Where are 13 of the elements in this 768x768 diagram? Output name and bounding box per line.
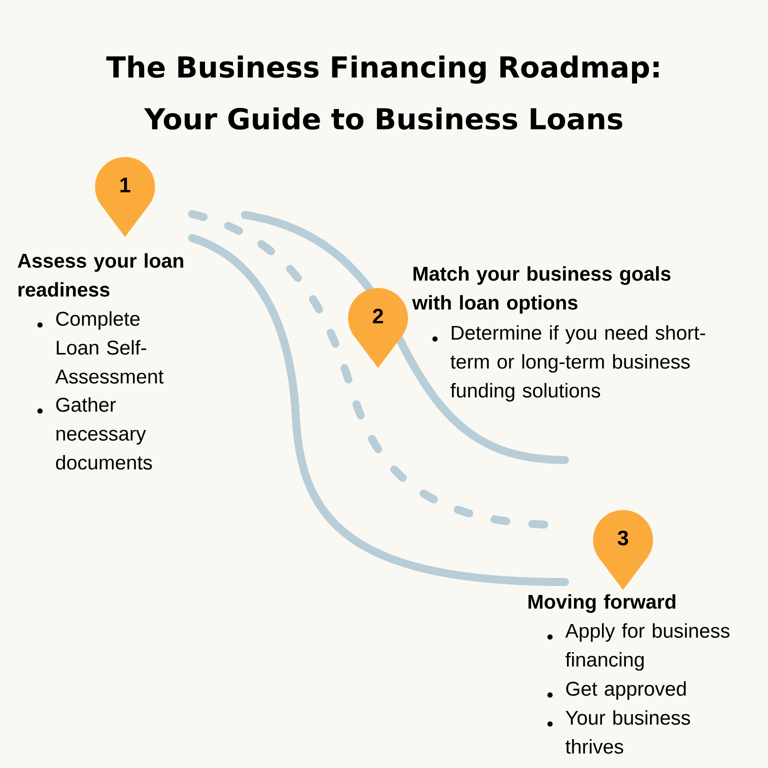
title: The Business Financing Roadmap: Your Guide to Business Loans	[106, 56, 659, 130]
map-pin: 2	[348, 288, 408, 368]
step-heading: Assess your loan readiness	[18, 253, 184, 297]
bullet-item: Complete Loan Self-Assessment	[37, 311, 164, 384]
bullet-item: Your business thrives	[547, 710, 690, 754]
map-pin: 3	[593, 510, 654, 590]
bullet-item: Gather necessary documents	[37, 397, 152, 470]
map-pin: 1	[95, 156, 156, 237]
bullet-item: Determine if you need short-term or long-term business funding solutions	[432, 325, 706, 402]
step-heading: Match your business goals with loan options	[412, 266, 670, 314]
bullet-item: Apply for business financing	[547, 623, 730, 671]
bullet-item: Get approved	[547, 681, 686, 700]
step-heading: Moving forward	[528, 594, 676, 613]
